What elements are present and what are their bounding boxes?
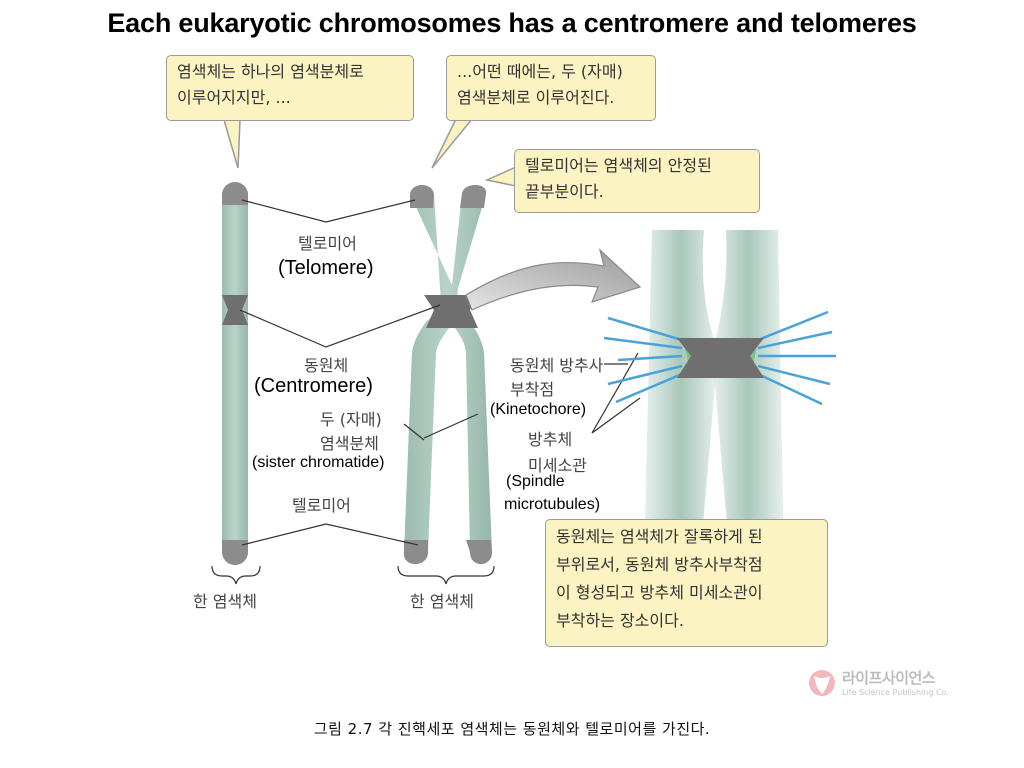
bubble-tail-2 xyxy=(431,118,474,169)
label-kinetochore-ko-1: 동원체 방추사 xyxy=(510,356,604,375)
spindle-microtubules xyxy=(603,310,836,406)
brace-left xyxy=(211,565,261,585)
bubble-text: 동원체는 염색체가 잘록하게 된 xyxy=(556,527,763,546)
figure-caption: 그림 2.7 각 진핵세포 염색체는 동원체와 텔로미어를 가진다. xyxy=(313,720,711,738)
label-spindle-ko-1: 방추체 xyxy=(528,430,573,449)
label-spindle-en-2: microtubules) xyxy=(504,496,601,513)
label-spindle-en-1: (Spindle xyxy=(506,473,565,490)
bubble-text: 부착하는 장소이다. xyxy=(556,611,684,630)
label-centromere-ko: 동원체 xyxy=(304,356,349,375)
kinetochore xyxy=(677,338,764,378)
bubble-telomere: 텔로미어는 염색체의 안정된 끝부분이다. xyxy=(514,149,760,213)
pointer-lines xyxy=(239,199,641,546)
label-telomere-bottom-ko: 텔로미어 xyxy=(292,496,351,515)
label-spindle-ko-2: 미세소관 xyxy=(528,456,587,475)
bubble-text: 텔로미어는 염색체의 안정된 xyxy=(525,156,712,175)
publisher-logo-icon xyxy=(809,670,835,696)
single-chromosome xyxy=(222,182,248,565)
bubble-text: 이 형성되고 방추체 미세소관이 xyxy=(556,583,763,602)
bubble-text: 염색체는 하나의 염색분체로 xyxy=(177,62,364,81)
page-title: Each eukaryotic chromosomes has a centro… xyxy=(107,8,917,38)
bubble-text: ...어떤 때에는, 두 (자매) xyxy=(457,62,623,81)
bubble-text: 염색분체로 이루어진다. xyxy=(457,88,615,107)
bubble-centromere: 동원체는 염색체가 잘록하게 된 부위로서, 동원체 방추사부착점 이 형성되고… xyxy=(545,519,828,647)
publisher-logo-text: 라이프사이언스 xyxy=(842,669,936,687)
label-sister-ko-1: 두 (자매) xyxy=(320,410,382,429)
label-one-chromosome-left: 한 염색체 xyxy=(193,592,257,611)
label-sister-en: (sister chromatide) xyxy=(252,454,385,471)
brace-right xyxy=(397,565,495,585)
label-sister-ko-2: 염색분체 xyxy=(320,434,379,453)
publisher-logo-subtext: Life Science Publishing Co. xyxy=(842,688,949,697)
bubble-text: 부위로서, 동원체 방추사부착점 xyxy=(556,555,763,574)
bubble-single-chromatid: 염색체는 하나의 염색분체로 이루어지지만, ... xyxy=(166,55,414,121)
zoom-arrow xyxy=(465,248,642,311)
bubble-text: 끝부분이다. xyxy=(525,182,604,201)
label-telomere-ko: 텔로미어 xyxy=(298,234,357,253)
bubble-text: 이루어지지만, ... xyxy=(177,88,291,107)
label-kinetochore-ko-2: 부착점 xyxy=(510,380,555,399)
label-kinetochore-en: (Kinetochore) xyxy=(490,401,587,418)
label-centromere-en: (Centromere) xyxy=(254,375,373,397)
label-one-chromosome-right: 한 염색체 xyxy=(410,592,474,611)
sister-chromatid-chromosome xyxy=(403,185,492,564)
bubble-sister-chromatids: ...어떤 때에는, 두 (자매) 염색분체로 이루어진다. xyxy=(446,55,656,121)
enlarged-centromere xyxy=(603,230,836,560)
bubble-tail-3 xyxy=(484,165,517,187)
bubble-tail-1 xyxy=(223,119,241,169)
label-telomere-en: (Telomere) xyxy=(278,257,374,279)
